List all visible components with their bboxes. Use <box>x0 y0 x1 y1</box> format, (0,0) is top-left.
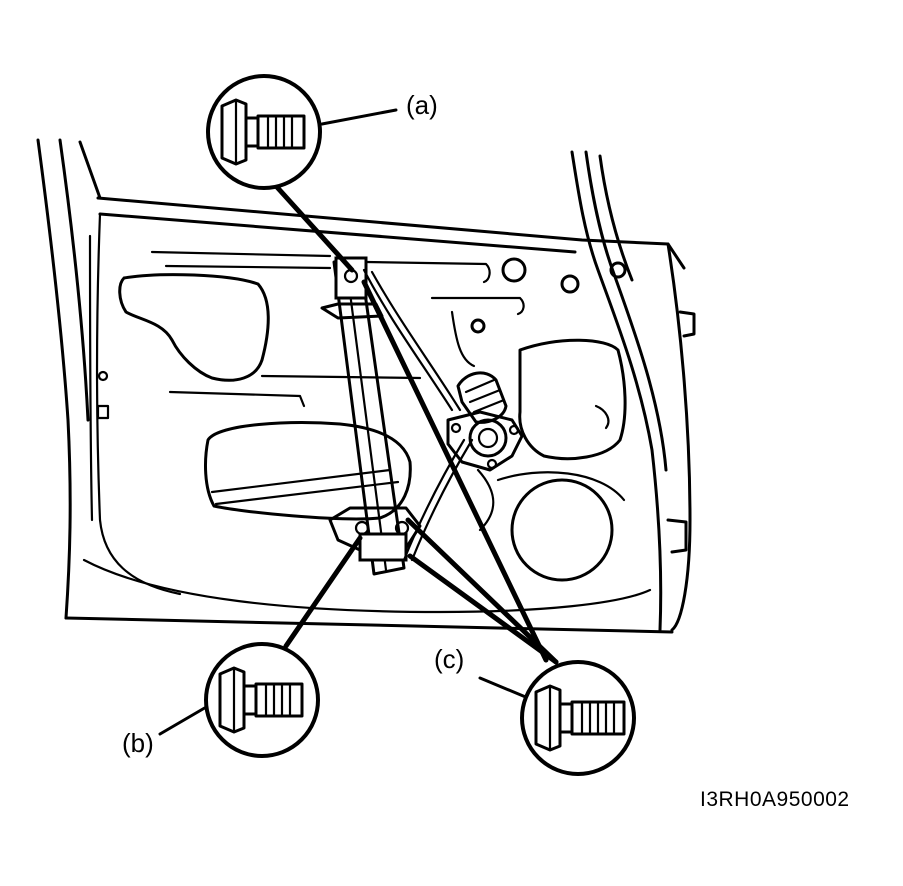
panel-cutouts <box>118 250 627 582</box>
figure-code: I3RH0A950002 <box>700 788 850 811</box>
door-panel <box>36 138 696 634</box>
label-c: (c) <box>434 644 464 674</box>
bolt-icon-b <box>204 642 320 758</box>
label-a: (a) <box>406 90 438 120</box>
label-b: (b) <box>122 728 154 758</box>
bolt-icon-a <box>206 74 322 190</box>
window-regulator-motor-icon <box>446 371 524 472</box>
window-regulator <box>320 256 495 576</box>
leader-lines <box>158 108 559 736</box>
bolt-icon-c <box>520 660 636 776</box>
